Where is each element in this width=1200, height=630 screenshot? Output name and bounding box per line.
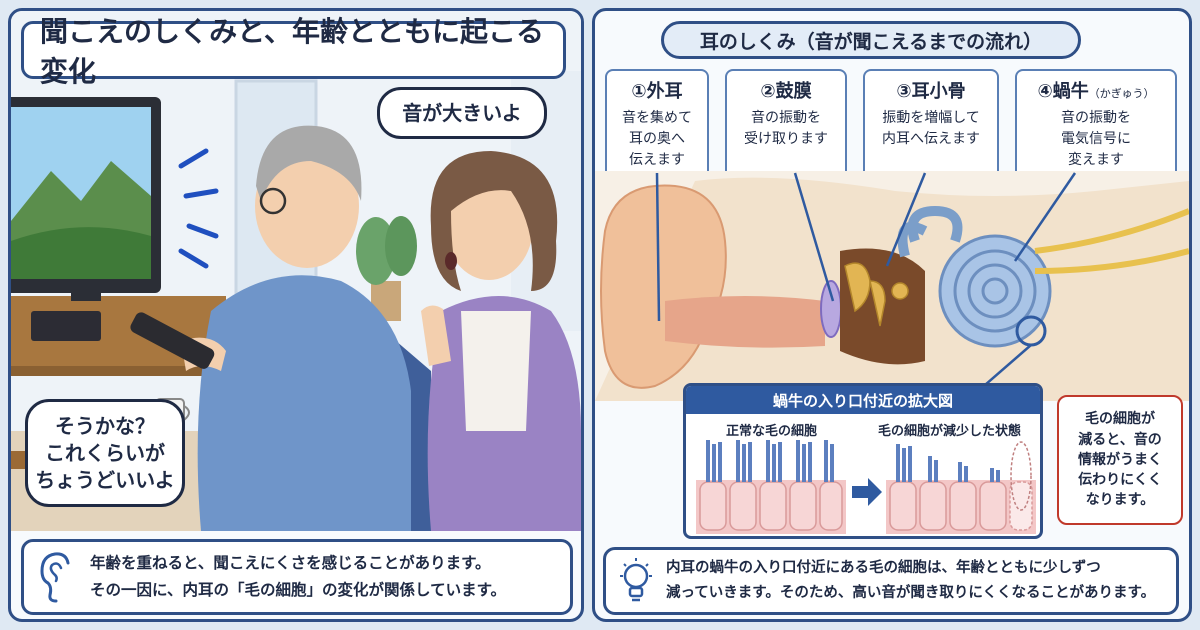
speech-bubble-ok-line: ちょうどいいよ [35, 467, 175, 492]
right-panel: 耳のしくみ（音が聞こえるまでの流れ） ①外耳 音を集めて 耳の奥へ 伝えます ②… [592, 8, 1192, 622]
hair-cell-comparison [696, 440, 1036, 534]
lightbulb-icon [620, 558, 652, 602]
step-title: ①外耳 [631, 81, 683, 102]
step-desc: 音の振動を 受け取ります [727, 108, 845, 150]
eardrum-shape [820, 280, 842, 338]
speech-bubble-ok-line: そうかな？ [55, 413, 155, 438]
step-desc-line: 振動を増幅して [882, 110, 980, 126]
step-title: ②鼓膜 [760, 81, 812, 102]
caption-line: その一因に、内耳の「毛の細胞」の変化が関係しています。 [90, 581, 507, 599]
speech-bubble-loud: 音が大きいよ [377, 87, 547, 139]
caption-line: 年齢を重ねると、聞こえにくさを感じることがあります。 [90, 553, 491, 572]
elderly-man-illustration [130, 125, 411, 531]
step-desc-line: 受け取ります [744, 131, 828, 147]
arrow-right-icon [852, 478, 882, 506]
summary-line: 減っていきます。そのため、高い音が聞き取りにくくなることがあります。 [666, 585, 1156, 601]
hair-cell-note-text: 毛の細胞が 減ると、音の 情報がうまく 伝わりにくく なります。 [1078, 409, 1162, 510]
ear-icon [40, 552, 70, 603]
note-line: なります。 [1085, 492, 1155, 509]
cochlea-zoom-box: 蝸牛の入り口付近の拡大図 正常な毛の細胞 毛の細胞が減少した状態 [683, 383, 1043, 539]
summary-text: 内耳の蝸牛の入り口付近にある毛の細胞は、年齢とともに少しずつ 減っていきます。そ… [666, 556, 1155, 607]
caption-box: 年齢を重ねると、聞こえにくさを感じることがあります。 その一因に、内耳の「毛の細… [21, 539, 573, 615]
summary-line: 内耳の蝸牛の入り口付近にある毛の細胞は、年齢とともに少しずつ [666, 559, 1101, 576]
ossicles-shape [844, 262, 909, 327]
summary-box: 内耳の蝸牛の入り口付近にある毛の細胞は、年齢とともに少しずつ 減っていきます。そ… [603, 547, 1179, 615]
step-title-reading: （かぎゅう） [1088, 87, 1155, 100]
step-title-text: ④蝸牛 [1037, 81, 1089, 102]
page-title: 聞こえのしくみと、年齢とともに起こる変化 [21, 15, 566, 88]
step-title: ③耳小骨 [896, 81, 966, 102]
label-reduced-hair-cells: 毛の細胞が減少した状態 [878, 424, 1022, 439]
note-line: 情報がうまく [1078, 451, 1162, 468]
pointer-lines [655, 172, 1077, 386]
step-card-outer-ear: ①外耳 音を集めて 耳の奥へ 伝えます [605, 69, 709, 181]
step-desc-line: 音の振動を [751, 110, 821, 126]
step-title: ④蝸牛（かぎゅう） [1017, 77, 1175, 103]
speech-bubble-loud-text: 音が大きいよ [402, 100, 522, 125]
speech-bubble-ok-line: これくらいが [45, 440, 165, 465]
reduced-hair-cells [886, 441, 1036, 534]
step-card-ossicles: ③耳小骨 振動を増幅して 内耳へ伝えます [863, 69, 999, 181]
ear-structure-title: 耳のしくみ（音が聞こえるまでの流れ） [661, 21, 1081, 59]
note-line: 毛の細胞が [1085, 411, 1155, 428]
step-card-eardrum: ②鼓膜 音の振動を 受け取ります [725, 69, 847, 181]
cochlea-shape [897, 205, 1052, 348]
step-desc-line: 耳の奥へ [629, 131, 685, 147]
note-line: 伝わりにくく [1078, 472, 1162, 489]
ear-anatomy-diagram [595, 171, 1189, 401]
tv-icon [11, 97, 161, 301]
step-desc: 音を集めて 耳の奥へ 伝えます [607, 108, 707, 171]
zoom-title: 蝸牛の入り口付近の拡大図 [686, 386, 1040, 414]
step-desc: 音の振動を 電気信号に 変えます [1017, 108, 1175, 171]
step-desc-line: 電気信号に [1061, 131, 1131, 147]
step-desc-line: 伝えます [629, 152, 685, 168]
hair-cell-note: 毛の細胞が 減ると、音の 情報がうまく 伝わりにくく なります。 [1057, 395, 1183, 525]
speech-bubble-ok: そうかな？ これくらいが ちょうどいいよ [25, 399, 185, 507]
elderly-woman-illustration [421, 151, 581, 531]
normal-hair-cells [696, 440, 846, 534]
step-card-cochlea: ④蝸牛（かぎゅう） 音の振動を 電気信号に 変えます [1015, 69, 1177, 181]
step-desc-line: 内耳へ伝えます [882, 131, 980, 147]
sound-wave-icon [178, 148, 219, 269]
ear-canal [665, 296, 825, 348]
label-normal-hair-cells: 正常な毛の細胞 [726, 424, 818, 439]
step-desc-line: 音の振動を [1061, 110, 1131, 126]
caption-text: 年齢を重ねると、聞こえにくさを感じることがあります。 その一因に、内耳の「毛の細… [90, 550, 506, 604]
step-desc-line: 音を集めて [622, 110, 692, 126]
left-panel: 聞こえのしくみと、年齢とともに起こる変化 音が大きいよ そうかな？ これくらいが… [8, 8, 584, 622]
step-desc-line: 変えます [1068, 152, 1124, 168]
step-desc: 振動を増幅して 内耳へ伝えます [865, 108, 997, 150]
note-line: 減ると、音の [1078, 431, 1162, 448]
